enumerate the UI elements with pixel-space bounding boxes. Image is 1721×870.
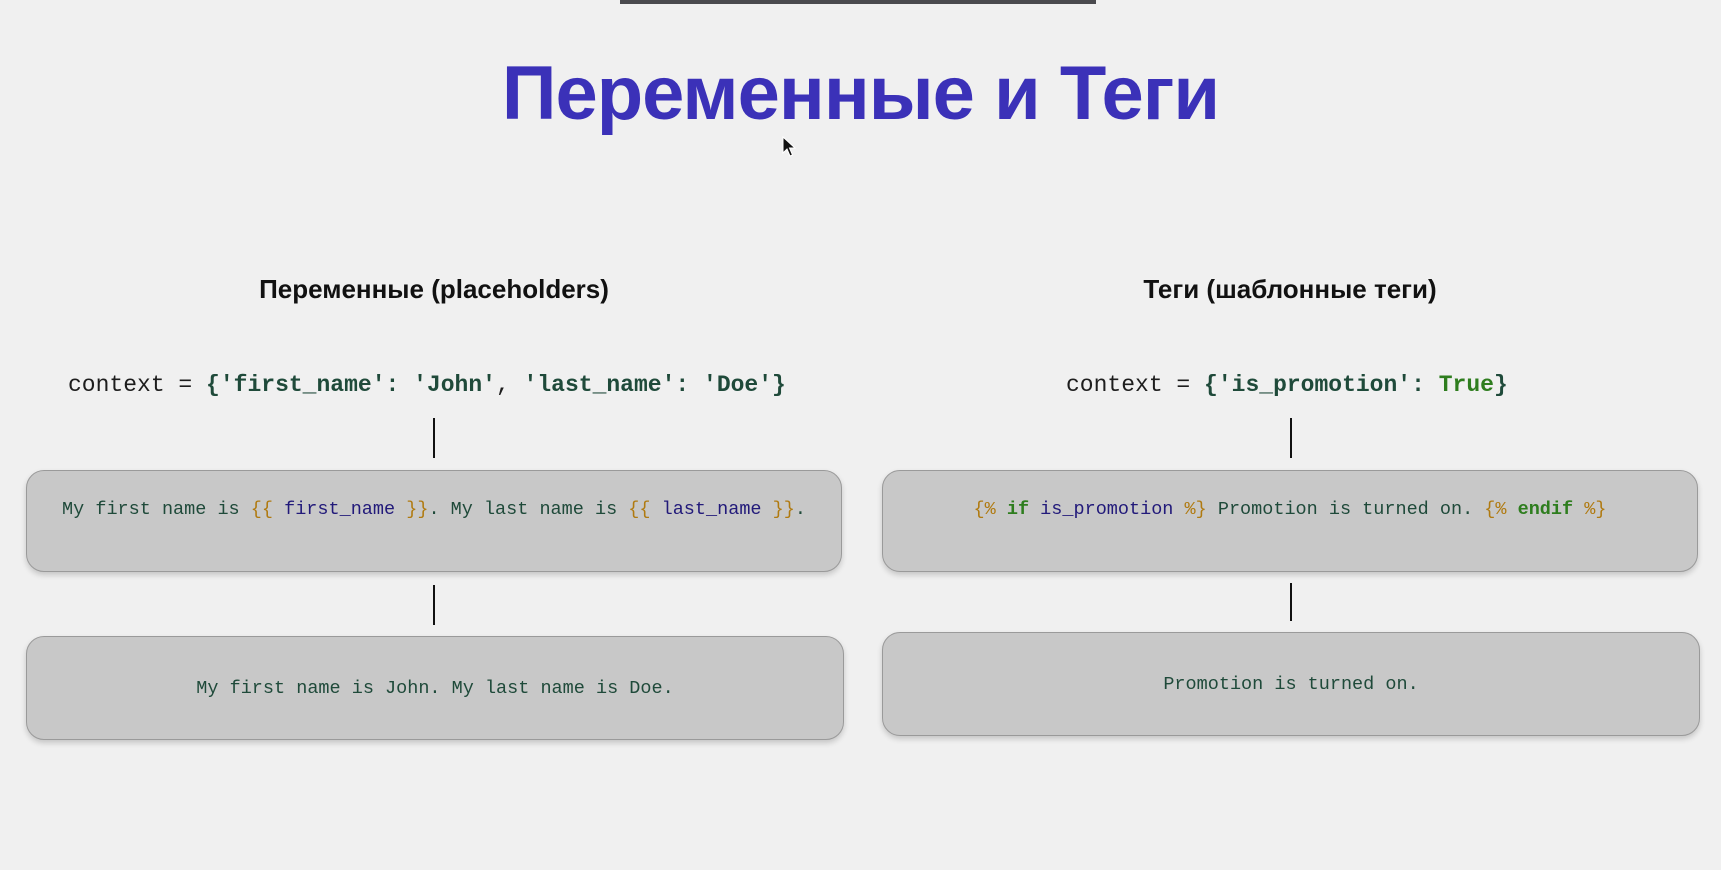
context-comma: , <box>495 372 524 398</box>
page-title: Переменные и Теги <box>501 51 1220 136</box>
context-key-is-promotion: is_promotion <box>1231 372 1398 398</box>
connector-line <box>433 585 435 625</box>
context-value-true: True <box>1438 372 1494 398</box>
tags-output-box: Promotion is turned on. <box>882 632 1700 736</box>
template-keyword-endif: endif <box>1506 499 1574 520</box>
variables-context-code: context = {'first_name': 'John', 'last_n… <box>68 372 786 398</box>
tags-template-box: {% if is_promotion %} Promotion is turne… <box>882 470 1698 572</box>
context-prefix: context = <box>1066 372 1205 398</box>
tags-context-code: context = {'is_promotion': True} <box>1066 372 1508 398</box>
template-delimiter: {{ <box>250 499 273 520</box>
template-text: . <box>794 499 806 520</box>
template-variable-first-name: first_name <box>272 499 407 520</box>
template-variable-last-name: last_name <box>650 499 773 520</box>
template-delimiter: {% <box>973 499 996 520</box>
context-prefix: context = <box>68 372 207 398</box>
template-text: My first name is <box>62 499 251 520</box>
template-delimiter: %} <box>1584 499 1607 520</box>
variables-heading: Переменные (placeholders) <box>259 274 609 304</box>
tags-heading: Теги (шаблонные теги) <box>1143 274 1437 304</box>
context-value-doe: 'Doe' <box>703 372 773 398</box>
context-close-brace: } <box>772 372 786 398</box>
template-space <box>1573 499 1584 520</box>
context-open-brace: { <box>206 372 220 398</box>
context-quote: ' <box>661 372 676 398</box>
template-text: Promotion is turned on. <box>1206 499 1485 520</box>
context-quote: ' <box>1217 372 1232 398</box>
context-value-john: 'John' <box>413 372 496 398</box>
context-quote: ' <box>219 372 234 398</box>
template-delimiter: {{ <box>628 499 651 520</box>
template-delimiter: %} <box>1184 499 1207 520</box>
template-variable-is-promotion: is_promotion <box>1029 499 1185 520</box>
context-quote: ' <box>523 372 538 398</box>
context-colon: : <box>1411 372 1439 398</box>
output-text: Promotion is turned on. <box>1163 673 1419 695</box>
variables-output-box: My first name is John. My last name is D… <box>26 636 844 740</box>
mouse-cursor-icon <box>782 136 796 157</box>
context-colon: : <box>675 372 704 398</box>
context-quote: ' <box>371 372 386 398</box>
connector-line <box>1290 583 1292 621</box>
template-delimiter: }} <box>406 499 429 520</box>
context-open-brace: { <box>1204 372 1218 398</box>
connector-line <box>433 418 435 458</box>
template-text: . My last name is <box>428 499 629 520</box>
connector-line <box>1290 418 1292 458</box>
output-text: My first name is John. My last name is D… <box>196 677 674 699</box>
template-keyword-if: if <box>995 499 1030 520</box>
template-delimiter: {% <box>1484 499 1507 520</box>
context-key-first-name: first_name <box>233 372 372 398</box>
context-key-last-name: last_name <box>537 372 662 398</box>
template-delimiter: }} <box>772 499 795 520</box>
variables-template-box: My first name is {{ first_name }}. My la… <box>26 470 842 572</box>
top-progress-bar <box>620 0 1096 4</box>
context-close-brace: } <box>1493 372 1508 398</box>
context-colon: : <box>385 372 414 398</box>
context-quote: ' <box>1397 372 1412 398</box>
